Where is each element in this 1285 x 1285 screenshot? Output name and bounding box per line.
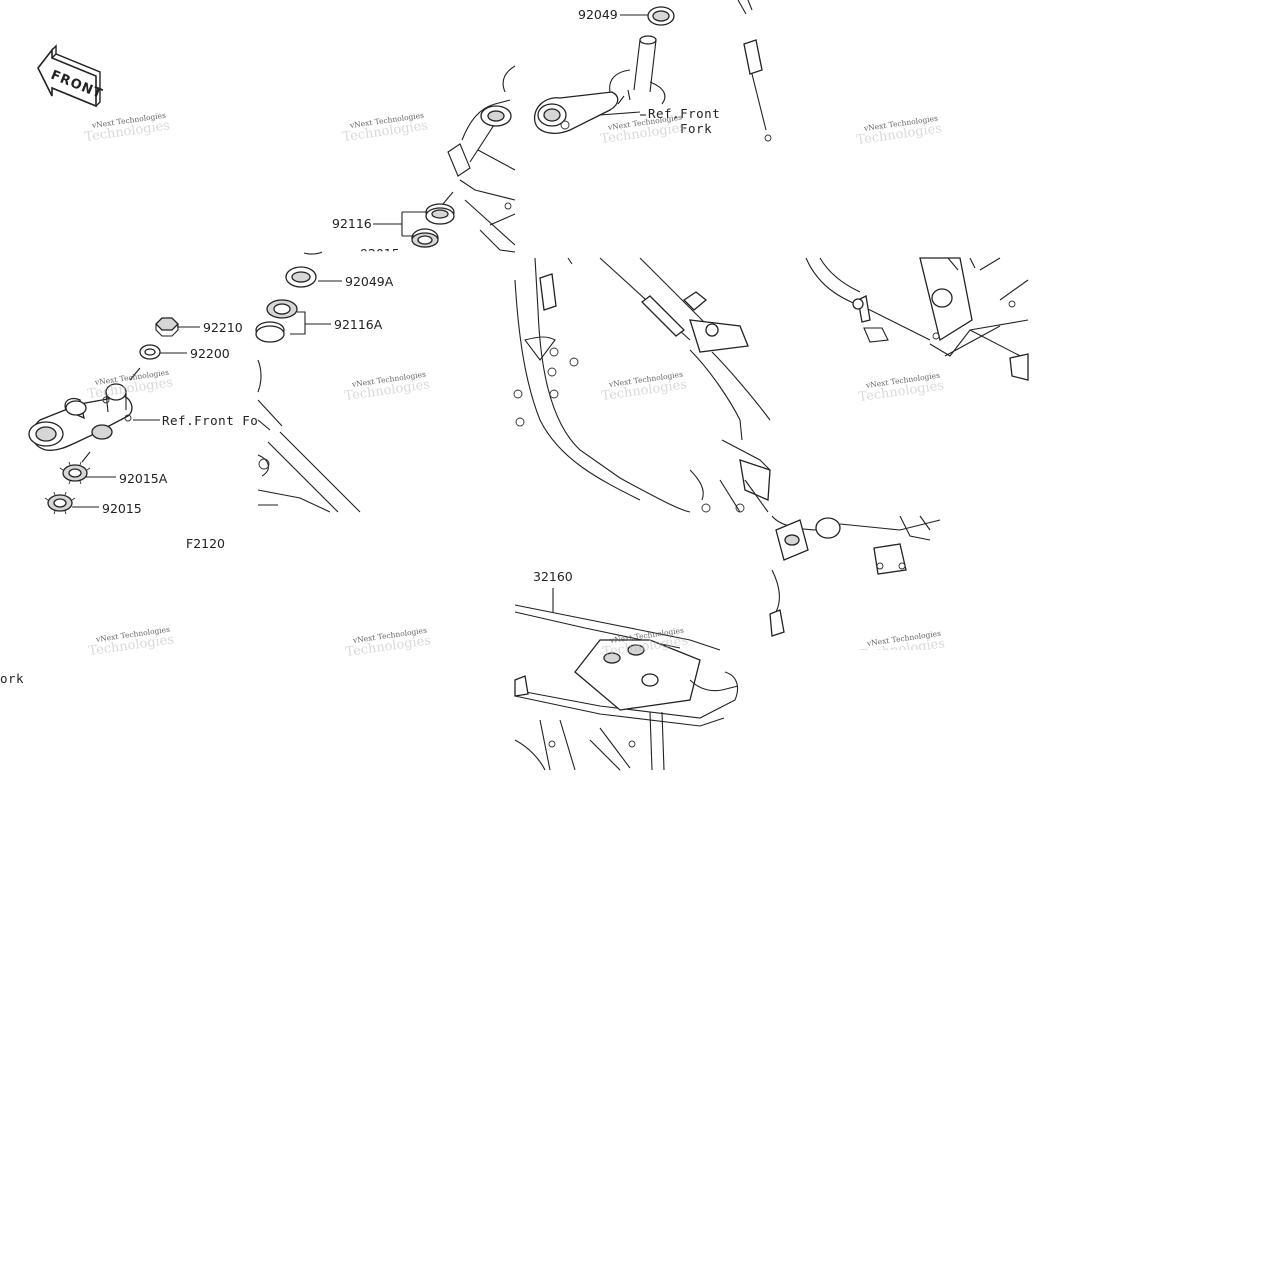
- figure-id: F2120: [186, 536, 225, 551]
- watermark-tile-8: Technologies vNext Technologies: [858, 371, 945, 405]
- rear-frame-junction-drawing: [805, 257, 1029, 381]
- part-92210-nut: [155, 317, 179, 337]
- part-92116-top-bearing: [411, 191, 455, 248]
- frame-edge-drawing: [737, 0, 772, 142]
- part-label-92210: 92210: [203, 320, 243, 335]
- part-92015-nut: [44, 491, 76, 515]
- watermark-tile-9: Technologies vNext Technologies: [88, 625, 175, 659]
- watermark-tile-1: Technologies vNext Technologies: [84, 111, 171, 145]
- watermark-tile-7: Technologies vNext Technologies: [601, 370, 688, 404]
- part-label-92200: 92200: [190, 346, 230, 361]
- part-label-92015: 92015: [102, 501, 142, 516]
- watermark-tile-3: Technologies vNext Technologies: [600, 113, 687, 147]
- ref-front-fork-label-mid: Ref.Front Fo: [162, 413, 258, 428]
- part-label-92049: 92049: [578, 7, 618, 22]
- frame-head-drawing: [447, 65, 516, 253]
- part-92049-seal: [647, 6, 675, 26]
- part-label-92116: 92116: [332, 216, 372, 231]
- watermark-tile-5: Technologies vNext Technologies: [87, 368, 174, 402]
- part-label-92015A: 92015A: [119, 471, 168, 486]
- watermark-tile-2: Technologies vNext Technologies: [342, 111, 429, 145]
- steering-stem-drawing: [533, 35, 666, 134]
- part-label-92116A: 92116A: [334, 317, 383, 332]
- downtube-drawing: [257, 359, 361, 513]
- ref-fork-partial-label: ork: [0, 671, 24, 686]
- ref-front-fork-label-line2: Fork: [680, 121, 712, 136]
- part-label-partial: 92015: [360, 246, 400, 261]
- part-32160-rear-frame: [514, 604, 739, 771]
- front-arrow-icon: FRONT: [37, 44, 105, 108]
- part-92015A-nut: [59, 461, 91, 485]
- lower-bracket-drawing: [28, 367, 141, 451]
- watermark-tile-6: Technologies vNext Technologies: [344, 370, 431, 404]
- part-92200-washer: [139, 344, 161, 360]
- main-frame-drawing: [513, 257, 771, 513]
- part-92116A-bearing: [255, 299, 298, 343]
- part-92049A-seal: [285, 266, 317, 288]
- part-label-32160: 32160: [533, 569, 573, 584]
- ref-front-fork-label-line1: Ref.Front: [648, 106, 720, 121]
- part-label-92049A: 92049A: [345, 274, 394, 289]
- rear-bracket-drawing: [769, 515, 941, 637]
